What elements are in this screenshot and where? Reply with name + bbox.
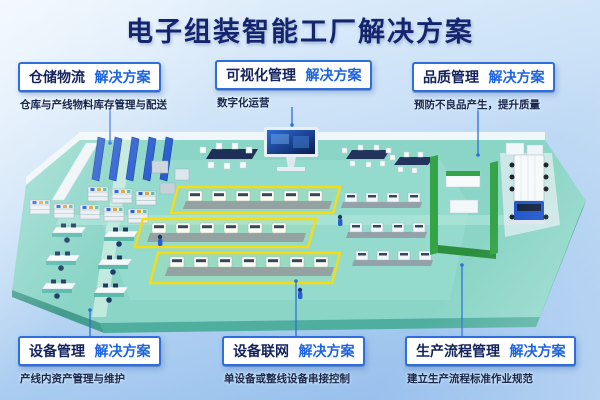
assembly-lines bbox=[147, 190, 334, 276]
highlight-frames bbox=[133, 185, 342, 285]
big-screen bbox=[264, 127, 318, 171]
callout-title-box: 设备联网 解决方案 bbox=[222, 336, 366, 366]
callout-title-box: 仓储物流 解决方案 bbox=[18, 62, 162, 92]
callout-name: 仓储物流 bbox=[29, 69, 85, 85]
callout-subtitle: 单设备或整线设备串接控制 bbox=[224, 373, 350, 385]
smt-lines bbox=[341, 192, 433, 266]
truck bbox=[505, 142, 549, 224]
callout-warehouse-logistics: 仓储物流 解决方案 仓库与产线物料库存管理与配送 bbox=[18, 62, 167, 112]
callout-quality-management: 品质管理 解决方案 预防不良品产生，提升质量 bbox=[412, 62, 556, 112]
callout-suffix: 解决方案 bbox=[94, 343, 151, 359]
callout-subtitle: 数字化运营 bbox=[217, 97, 270, 109]
factory-illustration bbox=[12, 107, 586, 338]
callout-name: 可视化管理 bbox=[226, 67, 296, 83]
callout-visual-management: 可视化管理 解决方案 数字化运营 bbox=[215, 60, 373, 110]
callout-subtitle: 预防不良品产生，提升质量 bbox=[414, 99, 540, 111]
callout-subtitle: 仓库与产线物料库存管理与配送 bbox=[20, 99, 167, 111]
callout-equipment-networking: 设备联网 解决方案 单设备或整线设备串接控制 bbox=[222, 336, 366, 386]
callout-suffix: 解决方案 bbox=[488, 69, 545, 85]
callout-name: 品质管理 bbox=[423, 69, 479, 85]
callout-title-box: 设备管理 解决方案 bbox=[18, 336, 162, 366]
callout-subtitle: 建立生产流程标准作业规范 bbox=[407, 373, 533, 385]
callout-title-box: 品质管理 解决方案 bbox=[412, 62, 556, 92]
callout-title-box: 可视化管理 解决方案 bbox=[215, 60, 373, 90]
callout-suffix: 解决方案 bbox=[509, 343, 566, 359]
misc-machines bbox=[151, 160, 190, 195]
connector-lines bbox=[88, 107, 480, 338]
callout-equipment-management: 设备管理 解决方案 产线内资产管理与维护 bbox=[18, 336, 162, 386]
meeting-area bbox=[199, 142, 258, 170]
callout-name: 生产流程管理 bbox=[416, 343, 500, 359]
callout-suffix: 解决方案 bbox=[298, 343, 355, 359]
qc-room bbox=[430, 155, 498, 259]
callout-subtitle: 产线内资产管理与维护 bbox=[20, 373, 125, 385]
meeting-tables-right bbox=[341, 144, 434, 174]
callout-name: 设备联网 bbox=[233, 343, 289, 359]
callout-suffix: 解决方案 bbox=[305, 67, 362, 83]
workers bbox=[157, 214, 343, 299]
callout-name: 设备管理 bbox=[29, 343, 85, 359]
callout-suffix: 解决方案 bbox=[94, 69, 151, 85]
callout-title-box: 生产流程管理 解决方案 bbox=[405, 336, 577, 366]
callout-process-management: 生产流程管理 解决方案 建立生产流程标准作业规范 bbox=[405, 336, 577, 386]
page-title: 电子组装智能工厂解决方案 bbox=[126, 17, 474, 47]
